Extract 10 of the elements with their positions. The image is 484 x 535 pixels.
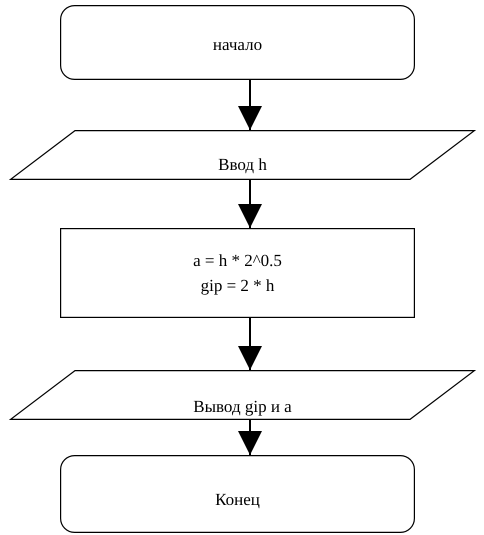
formula-text: gip = 2 * h [200, 275, 274, 297]
node-label: Вывод gip и a [193, 396, 292, 418]
node-label: начало [212, 34, 262, 56]
arrow [238, 80, 262, 130]
arrow [238, 420, 262, 455]
node-label: Ввод h [218, 154, 267, 176]
node-label: Конец [215, 489, 260, 511]
formula-text: a = h * 2^0.5 [193, 250, 282, 272]
arrow [238, 180, 262, 228]
arrow [238, 318, 262, 370]
